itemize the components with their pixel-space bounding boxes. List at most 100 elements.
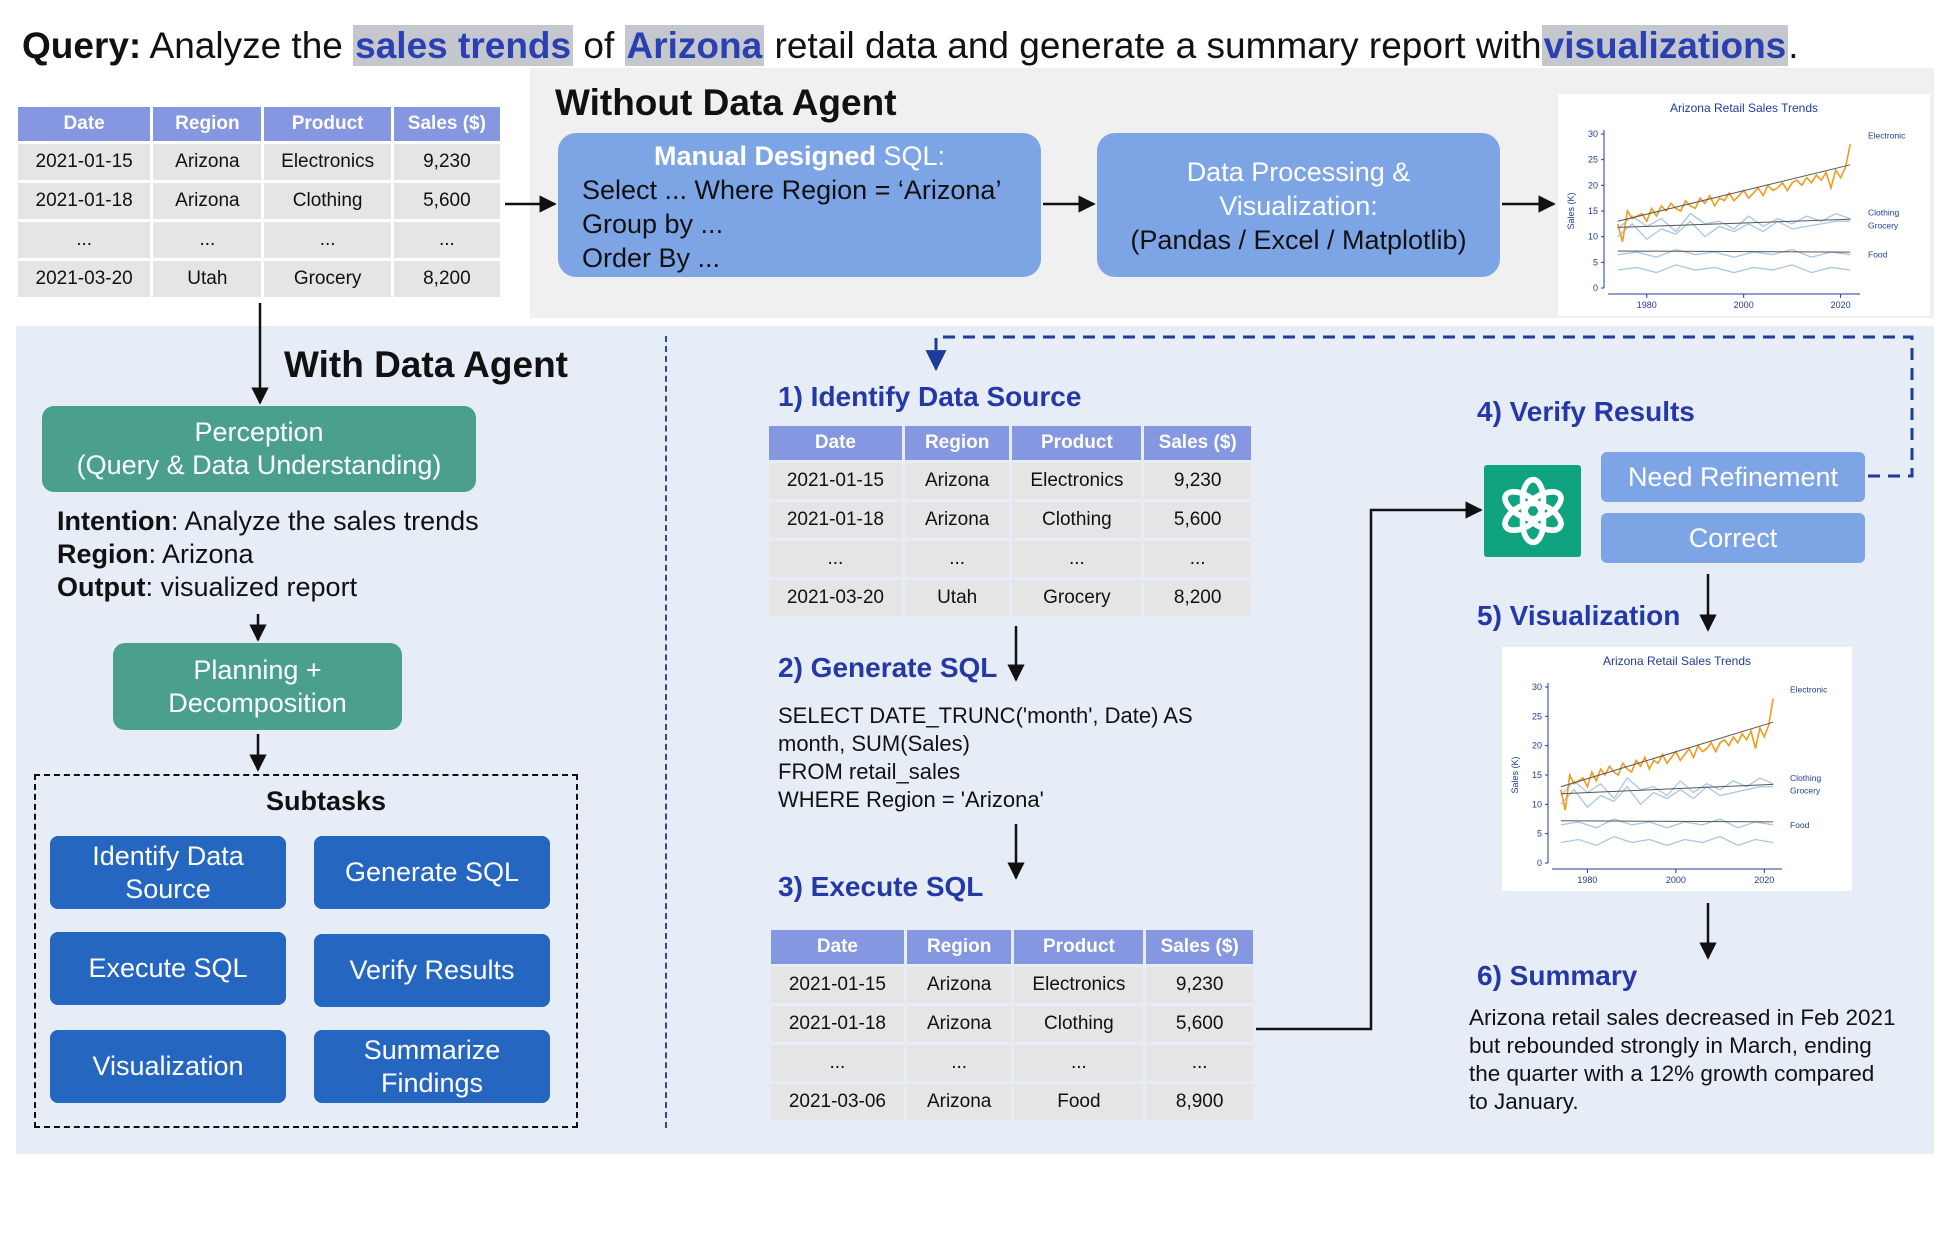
y-tick-label: 30 xyxy=(1532,682,1542,692)
y-tick-label: 10 xyxy=(1532,799,1542,809)
planning-line: Decomposition xyxy=(168,687,347,718)
subtask-line: Verify Results xyxy=(349,955,515,985)
arrow-results-to-verifier xyxy=(1256,501,1483,1031)
manual-sql-heading-rest: SQL: xyxy=(876,141,946,171)
subtasks-title: Subtasks xyxy=(265,786,387,816)
correct-box: Correct xyxy=(1601,513,1865,563)
openai-logo-icon xyxy=(1484,465,1581,557)
x-tick-label: 2000 xyxy=(1734,300,1754,310)
manual-sql-heading: Manual Designed SQL: xyxy=(558,139,1041,173)
sql-line: month, SUM(Sales) xyxy=(778,731,970,756)
table-cell: 2021-01-15 xyxy=(18,144,151,180)
table-cell: ... xyxy=(906,1045,1012,1081)
table-cell: ... xyxy=(153,222,262,258)
table-cell: 2021-01-18 xyxy=(771,1006,904,1042)
col-date: Date xyxy=(771,930,904,964)
table-cell: 2021-01-15 xyxy=(771,967,904,1003)
y-tick-label: 15 xyxy=(1532,770,1542,780)
table-cell: 2021-03-06 xyxy=(771,1084,904,1120)
y-tick-label: 10 xyxy=(1588,232,1598,242)
series-line-electronic xyxy=(1616,144,1852,243)
series-label: Grocery xyxy=(1790,786,1821,796)
table-cell: ... xyxy=(1014,1045,1144,1081)
trend-line xyxy=(1560,721,1774,788)
table-cell: Electronics xyxy=(1012,463,1142,499)
with-agent-title: With Data Agent xyxy=(284,344,569,385)
processing-line: Data Processing & xyxy=(1186,157,1411,187)
table-cell: Arizona xyxy=(904,502,1010,538)
table-row: ............ xyxy=(769,541,1251,577)
series-label: Electronic xyxy=(1868,130,1906,140)
x-tick-label: 1980 xyxy=(1637,300,1657,310)
subtask-line: Visualization xyxy=(92,1051,244,1081)
chart-title: Arizona Retail Sales Trends xyxy=(1670,101,1818,115)
col-product: Product xyxy=(1012,426,1142,460)
step-5-title: 5) Visualization xyxy=(1477,600,1681,631)
table-cell: 9,230 xyxy=(1144,463,1251,499)
input-table: Date Region Product Sales ($) 2021-01-15… xyxy=(15,104,503,300)
table-cell: 5,600 xyxy=(393,183,500,219)
table-cell: Arizona xyxy=(153,183,262,219)
arrow-refinement-feedback xyxy=(925,335,1914,478)
chart-ylabel: Sales (K) xyxy=(1510,756,1520,793)
table-row: ............ xyxy=(18,222,500,258)
y-tick-label: 25 xyxy=(1532,711,1542,721)
table-cell: Arizona xyxy=(153,144,262,180)
series-line-electronic xyxy=(1560,698,1774,811)
series-line-unlabeled xyxy=(1617,264,1851,274)
query-text-4: . xyxy=(1788,25,1799,66)
table-cell: 8,200 xyxy=(393,261,500,297)
need-refinement-box: Need Refinement xyxy=(1601,452,1865,502)
y-tick-label: 0 xyxy=(1537,858,1542,868)
series-label: Food xyxy=(1868,250,1888,260)
step-1-table: Date Region Product Sales ($) 2021-01-15… xyxy=(766,423,1254,619)
series-line-clothing xyxy=(1560,776,1774,800)
table-cell: 2021-01-18 xyxy=(18,183,151,219)
table-cell: Clothing xyxy=(1012,502,1142,538)
step-3-title: 3) Execute SQL xyxy=(778,871,984,902)
series-label: Clothing xyxy=(1790,773,1821,783)
manual-sql-lines: Select ... Where Region = ‘Arizona’ Grou… xyxy=(558,173,1041,275)
openai-knot-svg xyxy=(1501,476,1564,546)
col-sales: Sales ($) xyxy=(393,107,500,141)
processing-line: (Pandas / Excel / Matplotlib) xyxy=(1130,225,1467,255)
subtask-line: Execute SQL xyxy=(88,953,248,983)
subtask-line: Source xyxy=(125,873,211,904)
col-region: Region xyxy=(906,930,1012,964)
table-cell: 2021-03-20 xyxy=(18,261,151,297)
x-tick-label: 2000 xyxy=(1666,875,1686,885)
y-tick-label: 25 xyxy=(1588,155,1598,165)
table-cell: ... xyxy=(264,222,391,258)
table-cell: ... xyxy=(771,1045,904,1081)
query-label: Query: xyxy=(22,25,142,66)
perception-line: Perception xyxy=(194,417,324,447)
series-line-unlabeled xyxy=(1560,835,1774,847)
subtask-line: Summarize xyxy=(363,1034,501,1065)
manual-sql-line: Select ... Where Region = ‘Arizona’ xyxy=(582,175,1002,205)
table-header-row: Date Region Product Sales ($) xyxy=(769,426,1251,460)
intent-key: Output xyxy=(57,572,146,602)
step-3-table: Date Region Product Sales ($) 2021-01-15… xyxy=(768,927,1256,1123)
manual-sql-box: Manual Designed SQL: Select ... Where Re… xyxy=(558,133,1041,277)
summary-line: but rebounded strongly in March, ending xyxy=(1469,1033,1872,1058)
trend-line xyxy=(1617,250,1851,253)
summary-line: the quarter with a 12% growth compared xyxy=(1469,1061,1875,1086)
intent-key: Region xyxy=(57,539,149,569)
series-line-food xyxy=(1617,248,1851,258)
series-label: Food xyxy=(1790,820,1810,830)
table-header-row: Date Region Product Sales ($) xyxy=(18,107,500,141)
step-2-title: 2) Generate SQL xyxy=(778,652,998,683)
y-tick-label: 0 xyxy=(1593,283,1598,293)
col-date: Date xyxy=(18,107,151,141)
intent-line: Region: Arizona xyxy=(57,538,479,571)
intent-value: : Arizona xyxy=(148,539,254,569)
table-cell: 2021-01-18 xyxy=(769,502,902,538)
processing-line: Visualization: xyxy=(1219,191,1378,221)
x-tick-label: 2020 xyxy=(1831,300,1851,310)
y-tick-label: 30 xyxy=(1588,129,1598,139)
manual-sql-heading-bold: Manual Designed xyxy=(653,141,876,171)
subtasks-container: Subtasks xyxy=(34,774,578,1128)
